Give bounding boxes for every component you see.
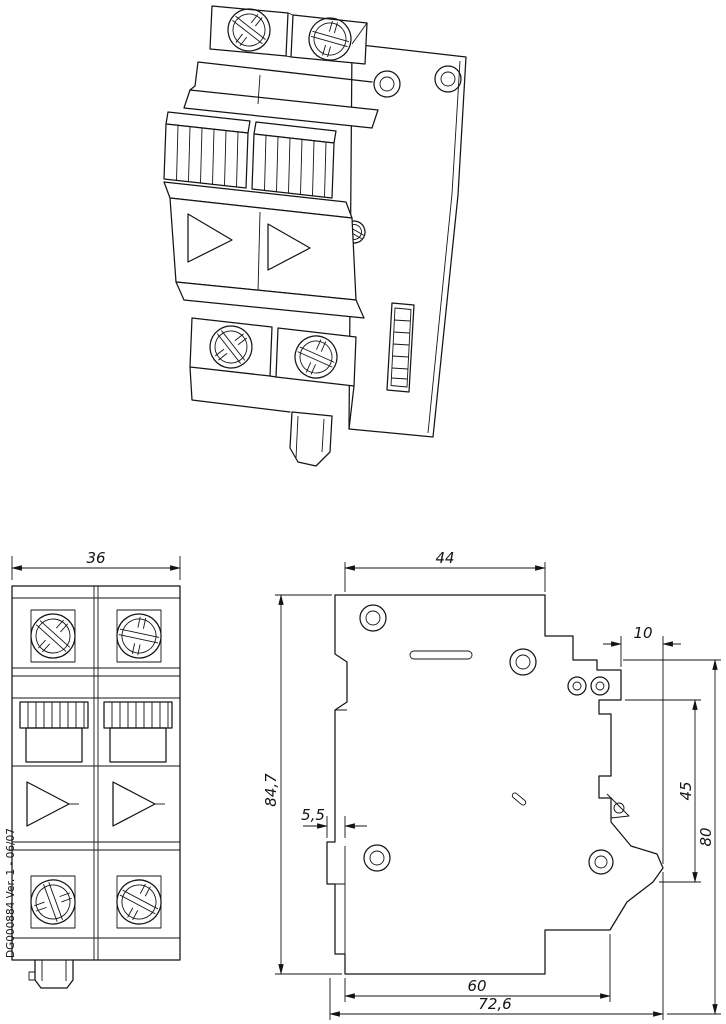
dimension-din-recess-height: 45: [625, 699, 701, 883]
top-terminals: [209, 5, 368, 65]
dimension-rear-height: 80: [623, 659, 721, 1015]
dim-label-din-claw-depth: 10: [633, 624, 652, 642]
dimension-din-claw-depth: 10: [603, 624, 681, 864]
din-clip: [289, 411, 333, 467]
triangle-mark: [187, 213, 233, 263]
front-faces: [163, 61, 379, 319]
dim-label-overall-depth: 72,6: [478, 995, 511, 1013]
side-view: 44 84,7 5,5 10 45: [262, 549, 721, 1020]
breaker-side-profile: [326, 594, 664, 975]
dim-label-lower-depth: 60: [467, 977, 486, 995]
isometric-view: [163, 5, 467, 467]
front-view: 36: [5, 549, 181, 989]
toggle-lever: [251, 121, 337, 199]
dimension-lower-depth: 60: [344, 934, 611, 1002]
dimension-clip-travel: 5,5: [301, 806, 367, 838]
triangle-mark: [267, 223, 311, 271]
rating-label-plate: [386, 302, 415, 393]
triangle-mark: [26, 781, 79, 827]
din-clip: [28, 959, 74, 989]
dim-label-front-width: 36: [86, 549, 105, 567]
screw-icon: [227, 8, 271, 52]
screw-icon: [116, 879, 162, 925]
breaker-front-body: [11, 585, 181, 989]
side-plate: [342, 43, 467, 438]
dim-label-rear-height: 80: [697, 827, 715, 846]
screw-icon: [308, 17, 352, 61]
dim-label-overall-height: 84,7: [262, 773, 280, 807]
dim-label-top-depth: 44: [435, 549, 454, 567]
dimension-front-width: 36: [11, 549, 181, 580]
triangle-mark: [112, 781, 165, 827]
dimension-top-depth: 44: [344, 549, 546, 592]
drawing-version-label: DG000884 Ver. 1 - 06/07: [5, 828, 17, 958]
dimension-overall-depth: 72,6: [329, 872, 664, 1020]
screw-icon: [209, 325, 253, 369]
dim-label-clip-travel: 5,5: [301, 806, 325, 824]
toggle-lever: [103, 701, 173, 763]
toggle-lever: [163, 111, 251, 189]
dim-label-din-recess-height: 45: [677, 781, 695, 800]
toggle-lever: [19, 701, 89, 763]
screw-icon: [116, 613, 162, 659]
din-latch: [606, 793, 630, 819]
screw-icon: [294, 335, 338, 379]
rivet-detail: [511, 792, 527, 806]
vent-slot: [409, 650, 473, 660]
screw-icon: [30, 879, 76, 925]
bottom-terminals: [189, 317, 357, 430]
screw-icon: [30, 613, 76, 659]
dimension-overall-height: 84,7: [262, 594, 342, 975]
